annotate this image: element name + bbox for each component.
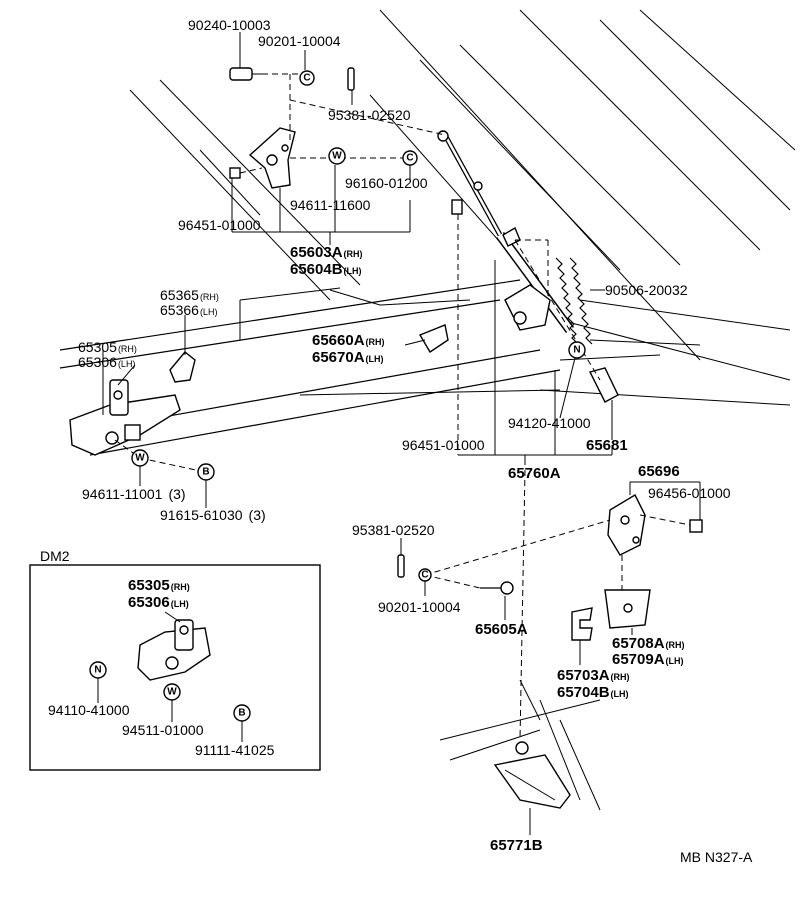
leader-lines [102,32,701,835]
pin-65605 [397,554,514,595]
inset-title: DM2 [40,548,70,564]
label-96451-01000-lower: 96451-01000 [402,437,485,453]
label-94611-11001: 94611-11001(3) [82,486,186,502]
part-labels: 90240-10003 90201-10004 95381-02520 9616… [78,17,753,865]
label-65305: 65305(RH) [78,339,137,355]
nut-symbol: N [573,345,580,356]
latch-65660 [418,324,449,353]
lock-65696 [607,494,703,556]
label-94611-11600: 94611-11600 [290,197,371,213]
label-65670A: 65670A(LH) [312,349,384,366]
clip-symbol: C [421,570,428,581]
inset-label-65306: 65306(LH) [128,594,189,611]
label-91615-61030: 91615-61030(3) [160,507,266,523]
label-90201-10004: 90201-10004 [258,33,341,49]
label-65604B: 65604B(LH) [290,261,362,278]
label-65605A: 65605A [475,621,528,638]
inset-bolt-symbol: B [238,708,245,719]
part-65771 [493,741,571,809]
inset-label-65305: 65305(RH) [128,577,190,594]
dashed-connectors [97,73,691,741]
hardware-symbols: C W C N W B C [131,70,586,582]
clip-symbol: C [406,153,413,164]
label-90506-20032: 90506-20032 [605,282,688,298]
spring [555,257,593,345]
bracket-65365 [169,351,196,383]
label-65603A: 65603A(RH) [290,244,363,261]
bolt-symbol: B [202,467,209,478]
washer-symbol: W [332,151,342,162]
strut-bracket [451,199,551,331]
inset-label-91111-41025: 91111-41025 [195,742,275,758]
label-94120-41000: 94120-41000 [508,415,591,431]
hinge-bracket-upper [229,67,355,189]
striker-65681 [588,367,619,403]
inset-nut-symbol: N [94,665,101,676]
inset-dm2: DM2 65305(RH) 65306(LH) N W B 94110-4100… [29,548,321,771]
bracket-65708 [604,589,651,629]
plate-65703 [571,607,593,641]
label-65709A: 65709A(LH) [612,651,684,668]
label-95381-02520: 95381-02520 [328,107,411,123]
label-65365: 65365(RH) [160,287,219,303]
label-65760A: 65760A [508,465,561,482]
label-65696: 65696 [638,463,680,480]
label-65306: 65306(LH) [78,354,135,370]
label-96451-01000-upper: 96451-01000 [178,217,261,233]
washer-symbol: W [135,453,145,464]
label-65660A: 65660A(RH) [312,332,385,349]
label-65681: 65681 [586,437,628,454]
label-65708A: 65708A(RH) [612,635,685,652]
label-90201-10004-lower: 90201-10004 [378,599,461,615]
diagram-code: MB N327-A [680,849,753,865]
inset-washer-symbol: W [167,687,177,698]
body-structure-lines [59,9,796,811]
label-96456-01000: 96456-01000 [648,485,731,501]
label-95381-02520-lower: 95381-02520 [352,522,435,538]
gas-strut [437,130,575,333]
hinge-65305 [69,379,181,456]
inset-label-94110-41000: 94110-41000 [48,702,130,718]
label-65366: 65366(LH) [160,302,217,318]
label-96160-01200: 96160-01200 [345,175,428,191]
label-90240-10003: 90240-10003 [188,17,271,33]
clip-symbol: C [303,73,310,84]
label-65703A: 65703A(RH) [557,667,630,684]
label-65771B: 65771B [490,837,543,854]
label-65704B: 65704B(LH) [557,684,629,701]
inset-label-94511-01000: 94511-01000 [122,722,204,738]
